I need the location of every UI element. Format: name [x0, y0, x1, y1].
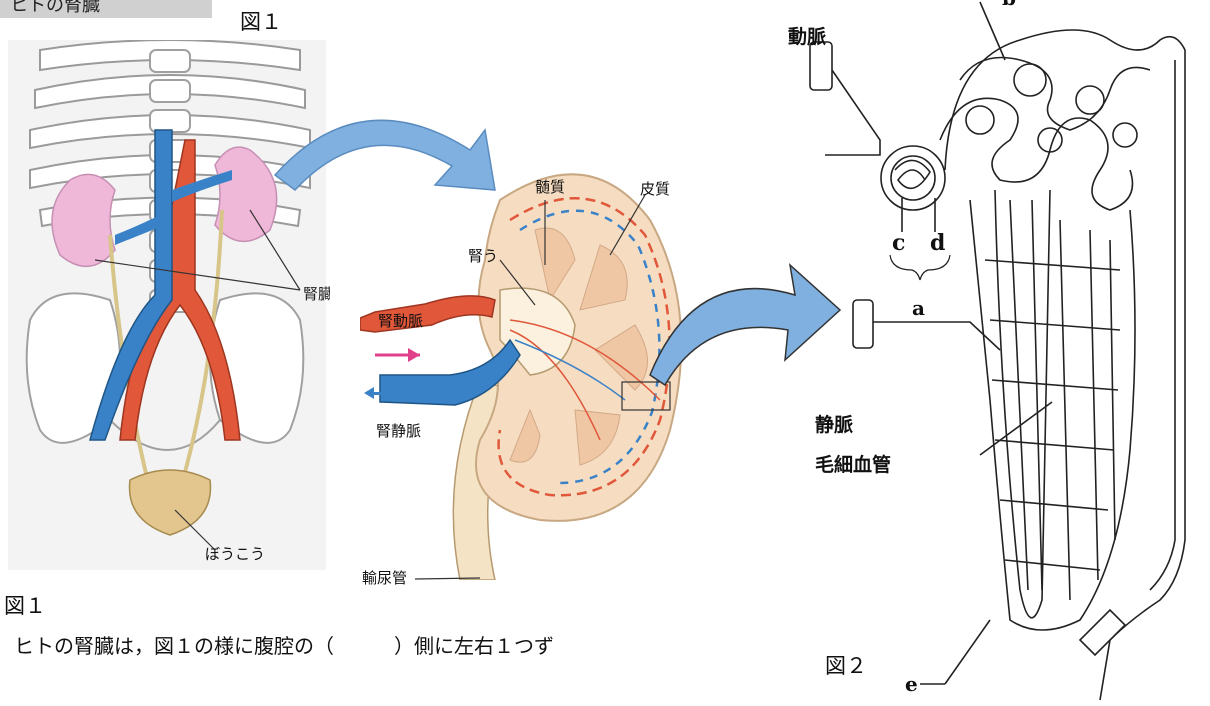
label-d: d: [930, 230, 945, 256]
label-artery: 動脈: [788, 22, 826, 49]
label-medulla: 髄質: [535, 176, 565, 197]
leader-b: [980, 2, 1005, 60]
label-bladder: ぼうこう: [205, 543, 265, 564]
vein-flow-arrowhead: [364, 387, 374, 399]
label-cortex: 皮質: [640, 178, 670, 199]
afferent-line: [825, 70, 880, 155]
label-kidney: 腎臓: [303, 285, 330, 303]
label-c: c: [892, 230, 905, 256]
label-vein: 静脈: [815, 410, 853, 437]
figure2-caption: 図２: [825, 650, 867, 680]
label-a: a: [912, 296, 925, 320]
henle-ascending: [1032, 200, 1042, 590]
label-renal-artery: 腎動脈: [378, 310, 423, 331]
henle-descending: [1010, 200, 1028, 590]
loop-3: [1076, 86, 1104, 114]
artery-stub: [810, 42, 832, 90]
vein-stub: [853, 300, 873, 348]
loop-4: [1113, 123, 1137, 147]
label-pelvis: 腎う: [468, 245, 498, 266]
label-capillary: 毛細血管: [815, 450, 891, 477]
collecting-duct: [945, 30, 1185, 700]
loop-2: [1014, 64, 1046, 96]
label-renal-vein: 腎静脈: [376, 420, 421, 441]
loop-1: [966, 106, 994, 134]
collecting-pipe: [1080, 610, 1125, 655]
figure1-caption: 図１: [4, 590, 46, 620]
body-text: ヒトの腎臓は，図１の様に腹腔の（ ）側に左右１つず: [14, 630, 774, 659]
distal-tubule: [960, 58, 1150, 131]
collecting-duct-inner: [1150, 60, 1175, 590]
label-ureter: 輸尿管: [362, 567, 407, 588]
section-tag: ヒトの腎臓: [0, 0, 212, 18]
leader-e-2: [945, 620, 990, 684]
c-d-brace: [890, 255, 950, 280]
proximal-tubule: [940, 98, 1133, 210]
label-b: b: [1002, 0, 1016, 10]
efferent-line: [873, 322, 1000, 350]
label-e: e: [905, 672, 918, 696]
capillary-verticals: [1060, 220, 1115, 600]
nephron-diagram: [780, 0, 1210, 706]
vein-flow-arrow: [372, 392, 394, 395]
top-figure-label: 図１: [240, 6, 282, 36]
